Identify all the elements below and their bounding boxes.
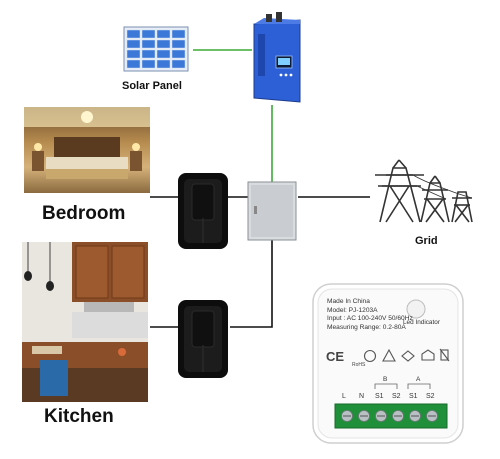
kitchen-photo: [22, 242, 148, 402]
terminal-label-a-s1: S1: [409, 393, 418, 400]
meter-input: Input : AC 100-240V 50/60Hz: [327, 315, 413, 323]
terminal-label-a-s2: S2: [426, 393, 435, 400]
meter-origin: Made In China: [327, 298, 370, 305]
led-indicator-label: Led Indicator: [403, 319, 440, 326]
kitchen-label: Kitchen: [44, 406, 114, 427]
grid-label: Grid: [415, 235, 438, 247]
ce-mark: CE: [326, 349, 345, 364]
meter-info-text: Made In China Model: PJ-1203A Input : AC…: [327, 298, 413, 332]
terminal-label-n: N: [359, 393, 365, 400]
rohs-mark: RoHS: [352, 362, 366, 368]
solar-panel-label: Solar Panel: [122, 80, 182, 92]
bedroom-photo: [24, 107, 150, 193]
led-indicator-icon: [406, 299, 426, 319]
terminal-label-l: L: [342, 393, 346, 400]
terminal-label-b-s2: S2: [392, 393, 401, 400]
black-wire-kitchen: [230, 240, 273, 328]
certification-icons: [363, 348, 450, 363]
meter-range: Measuring Range: 0.2-80A: [327, 323, 406, 331]
meter-model: Model: PJ-1203A: [327, 306, 378, 314]
bedroom-label: Bedroom: [42, 203, 126, 224]
group-b-label: B: [383, 376, 388, 383]
terminal-label-b-s1: S1: [375, 393, 384, 400]
group-a-label: A: [416, 376, 421, 383]
